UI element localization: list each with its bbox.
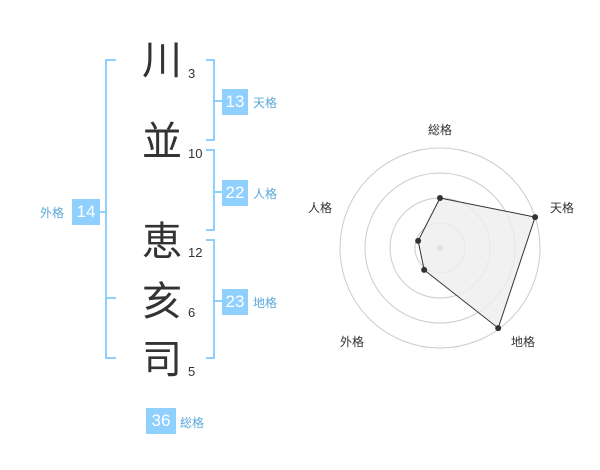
radar-axis-label-gaikaku: 外格 [340, 335, 365, 349]
radar-point [421, 266, 428, 273]
jinkaku-badge: 22 [222, 180, 248, 206]
radar-point [415, 237, 422, 244]
chikaku-badge: 23 [222, 289, 248, 315]
radar-polygon [417, 197, 536, 329]
radar-axis-label-tenkaku: 天格 [550, 201, 575, 215]
radar-axis-label-soukaku: 総格 [428, 123, 453, 137]
stroke-count-3: 12 [188, 245, 203, 260]
radar-point [532, 214, 539, 221]
stroke-count-1: 3 [188, 66, 196, 81]
soukaku-badge: 36 [146, 408, 176, 434]
chikaku-bracket [206, 239, 215, 359]
chikaku-label: 地格 [253, 296, 278, 310]
jinkaku-label: 人格 [253, 187, 278, 201]
radar-ring [339, 147, 541, 349]
name-char-4: 亥 [142, 279, 182, 325]
tenkaku-label: 天格 [253, 96, 278, 110]
radar-point [437, 195, 443, 201]
soukaku-label: 総格 [180, 416, 205, 430]
jinkaku-bracket [206, 149, 215, 231]
name-char-5: 司 [142, 337, 182, 383]
gaikaku-label: 外格 [40, 206, 65, 220]
radar-axis-label-jinkaku: 人格 [308, 201, 333, 215]
stroke-count-2: 10 [188, 146, 203, 161]
name-char-2: 並 [142, 119, 182, 165]
name-char-3: 恵 [142, 219, 182, 265]
stroke-count-5: 5 [188, 364, 196, 379]
radar-point [495, 325, 502, 332]
radar-axis-label-chikaku: 地格 [511, 335, 536, 349]
gaikaku-bracket [105, 59, 116, 359]
tenkaku-badge: 13 [222, 89, 248, 115]
stroke-count-4: 6 [188, 305, 196, 320]
name-char-1: 川 [142, 38, 182, 84]
gaikaku-badge: 14 [72, 199, 100, 225]
